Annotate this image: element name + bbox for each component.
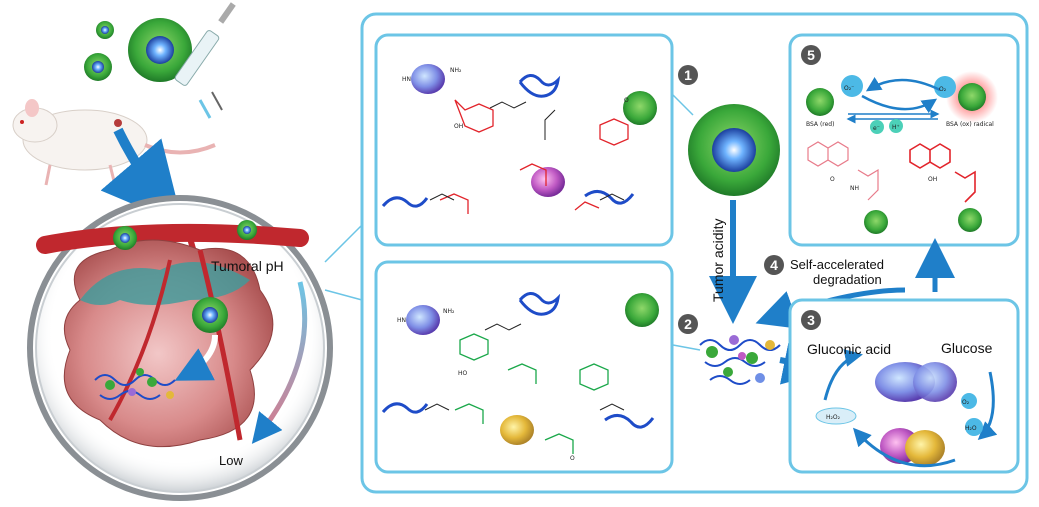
o2-radical-label: O₂⁻ [844, 85, 854, 92]
zoom-line-np [672, 94, 694, 116]
step-1-number: 1 [684, 67, 692, 83]
degradation-label: degradation [813, 272, 882, 287]
zoom-line-bottom [324, 289, 363, 301]
tumor-magnifier [27, 195, 333, 501]
chem-label-hn-1: HN [402, 76, 411, 83]
disassembled-cluster [699, 335, 781, 385]
bsa-ox-label: BSA (ox) radical [946, 121, 994, 128]
chem-label-o-1: O [624, 97, 629, 104]
step-4-badge: 4 [764, 255, 784, 275]
panel-2-cleaved-chemistry: HN NH₂ HO O [374, 260, 674, 474]
chem-label-hn-2: HN [397, 317, 406, 324]
step-3-number: 3 [807, 312, 815, 328]
panel-5-radical-reaction: O₂⁻ O₂ e⁻ H⁺ BSA (red) BSA (ox) radical … [788, 33, 1020, 247]
step-2-number: 2 [684, 316, 692, 332]
o2-label: O₂ [962, 399, 970, 406]
low-label: Low [219, 453, 243, 468]
step-4-number: 4 [770, 257, 778, 273]
electron-label: e⁻ [873, 125, 880, 132]
step-5-badge: 5 [801, 45, 821, 65]
tumoral-ph-label: Tumoral pH [211, 258, 284, 274]
step-5-number: 5 [807, 47, 815, 63]
chem-label-nh-5: NH [850, 185, 859, 192]
zoom-line-top [324, 224, 363, 263]
step-2-badge: 2 [678, 314, 698, 334]
injected-nanoparticles [84, 18, 192, 82]
chem-label-nh2-2: NH₂ [443, 308, 455, 315]
panel-1-intact-chemistry: HN NH₂ OH O [374, 33, 674, 247]
chem-label-nh2-1: NH₂ [450, 67, 462, 74]
panel-3-enzyme-cycle: Gluconic acid Glucose H₂O₂ O₂ H₂O [788, 298, 1020, 474]
gluconic-acid-label: Gluconic acid [807, 341, 891, 357]
o2-top-label: O₂ [939, 86, 947, 93]
zoom-line-cluster [672, 344, 701, 351]
self-accelerated-label: Self-accelerated [790, 257, 884, 272]
chem-label-o-2: O [570, 455, 575, 462]
chem-label-oh-1: OH [454, 123, 463, 130]
chem-label-oh-5: OH [928, 176, 937, 183]
bsa-red-label: BSA (red) [806, 121, 834, 128]
proton-label: H⁺ [892, 124, 900, 131]
glucose-label: Glucose [941, 340, 993, 356]
step-1-badge: 1 [678, 65, 698, 85]
chem-label-o-5: O [830, 176, 835, 183]
h2o-label: H₂O [965, 425, 977, 432]
step-3-badge: 3 [801, 310, 821, 330]
mouse-icon [12, 99, 216, 186]
assembled-nanoparticle [688, 104, 780, 196]
chem-label-ho-2: HO [458, 370, 468, 377]
mechanism-panel [360, 12, 1029, 494]
ph-gradient-arrow [251, 281, 308, 444]
tumor-acidity-label: Tumor acidity [710, 218, 726, 302]
self-accelerated-arrow [755, 287, 906, 329]
h2o2-label: H₂O₂ [826, 414, 841, 421]
syringe-icon [174, 2, 236, 119]
